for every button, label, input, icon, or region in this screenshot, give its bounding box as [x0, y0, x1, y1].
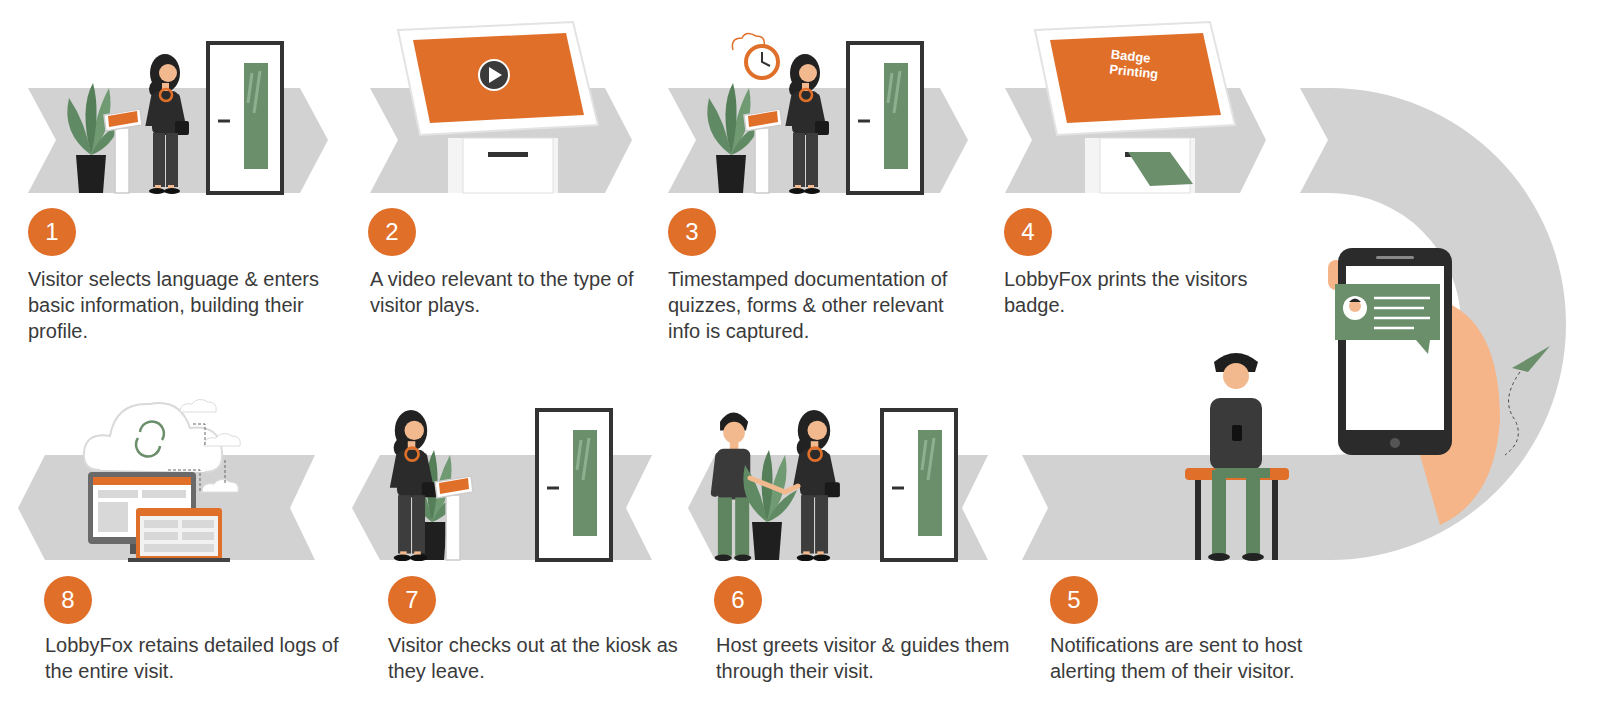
- step-number: 3: [685, 220, 698, 244]
- visitor-figure: [797, 410, 840, 561]
- badge-kiosk: [1035, 22, 1235, 193]
- step-description: A video relevant to the type of visitor …: [370, 266, 680, 318]
- message-bubble: [1335, 284, 1440, 354]
- kiosk: [104, 109, 142, 193]
- visitor-figure: [394, 410, 437, 561]
- legs: [1246, 470, 1260, 554]
- step-number-circle: 4: [1004, 208, 1052, 256]
- visitor-figure: [789, 54, 829, 194]
- step-number: 1: [45, 220, 58, 244]
- smartphone: [1338, 248, 1452, 455]
- phone-in-hand: [1232, 425, 1242, 441]
- plane-trail: [1505, 372, 1520, 455]
- step-number-circle: 3: [668, 208, 716, 256]
- window-bar: [93, 477, 191, 485]
- screen-rows: [98, 490, 214, 552]
- shoe: [1242, 553, 1264, 561]
- bench-leg: [1272, 480, 1278, 560]
- cloud: [84, 403, 222, 472]
- step-number: 5: [1067, 588, 1080, 612]
- message-lines: [1374, 298, 1430, 328]
- step-number-circle: 2: [368, 208, 416, 256]
- clock-icon: [746, 46, 778, 78]
- head: [1223, 363, 1249, 389]
- step-description: Notifications are sent to host alerting …: [1050, 632, 1360, 684]
- handshake: [750, 478, 798, 492]
- play-button: [479, 60, 509, 90]
- home-button: [1390, 438, 1400, 448]
- step-number-circle: 1: [28, 208, 76, 256]
- step-number-circle: 5: [1050, 576, 1098, 624]
- video-kiosk: [398, 22, 598, 193]
- step-number: 7: [405, 588, 418, 612]
- plant: [707, 83, 761, 193]
- step-description: LobbyFox prints the visitors badge.: [1004, 266, 1314, 318]
- laptop-screen: [140, 516, 218, 556]
- avatar-hair: [1349, 299, 1361, 303]
- laptop-base: [128, 558, 230, 562]
- door: [848, 43, 922, 193]
- visitor-figure: [149, 54, 189, 194]
- laptop: [136, 508, 222, 560]
- speaker: [1376, 256, 1414, 259]
- step-description: Timestamped documentation of quizzes, fo…: [668, 266, 978, 344]
- step-number-circle: 6: [714, 576, 762, 624]
- step-number: 4: [1021, 220, 1034, 244]
- legs: [1212, 470, 1226, 554]
- step-number-circle: 7: [388, 576, 436, 624]
- paper-plane: [1512, 346, 1550, 372]
- kiosk: [435, 476, 473, 560]
- bench: [1185, 468, 1289, 480]
- shoe: [1208, 553, 1230, 561]
- cloud: [180, 399, 216, 412]
- door: [208, 43, 282, 193]
- cloud: [204, 433, 240, 446]
- plant: [743, 450, 797, 560]
- printed-badge: [1128, 152, 1193, 186]
- avatar: [1343, 296, 1367, 320]
- door: [882, 410, 956, 560]
- step-number: 2: [385, 220, 398, 244]
- step-number-circle: 8: [44, 576, 92, 624]
- step-description: LobbyFox retains detailed logs of the en…: [45, 632, 355, 684]
- step-description: Host greets visitor & guides them throug…: [716, 632, 1026, 684]
- door: [537, 410, 611, 560]
- clock-hands: [762, 52, 770, 66]
- sync-icon: [136, 422, 164, 457]
- bench-leg: [1195, 480, 1201, 560]
- step-description: Visitor checks out at the kiosk as they …: [388, 632, 698, 684]
- step-number: 8: [61, 588, 74, 612]
- cloud: [202, 479, 238, 492]
- plant: [67, 83, 121, 193]
- step-description: Visitor selects language & enters basic …: [28, 266, 338, 344]
- step-number: 6: [731, 588, 744, 612]
- seated-host: [1210, 398, 1262, 470]
- play-icon: [489, 67, 502, 83]
- kiosk: [744, 109, 782, 193]
